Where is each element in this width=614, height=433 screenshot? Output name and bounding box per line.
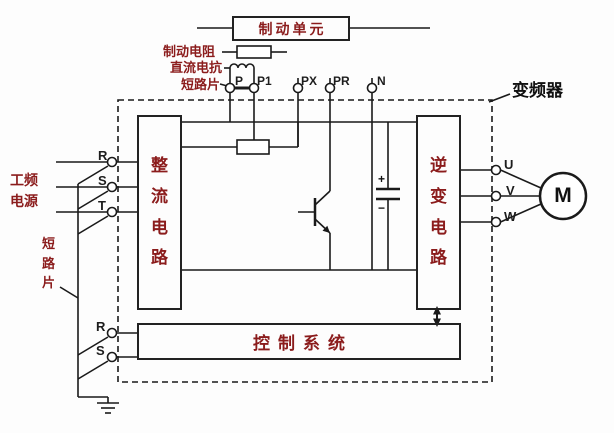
capacitor-symbol bbox=[376, 122, 400, 270]
rectifier-box: 整流电路 bbox=[137, 115, 182, 310]
control-system-box: 控制系统 bbox=[137, 323, 461, 360]
terminal-label-w: W bbox=[504, 209, 517, 224]
output-wiring bbox=[461, 164, 542, 228]
mains-supply-label: 工频电源 bbox=[10, 172, 38, 209]
terminal-circle-p bbox=[224, 82, 236, 94]
terminal-label-s: S bbox=[98, 173, 107, 188]
inverter-label: 逆变电路 bbox=[430, 156, 447, 268]
terminal-circle-u bbox=[490, 164, 502, 176]
dc-bus-wiring bbox=[182, 92, 416, 271]
terminal-label-px: PX bbox=[301, 74, 318, 88]
brake-transistor-symbol bbox=[298, 190, 331, 270]
terminal-circle-w bbox=[490, 216, 502, 228]
jumper-label-top: 短路片 bbox=[181, 77, 221, 92]
terminal-circle-t bbox=[106, 206, 118, 218]
dc-terminal-circles bbox=[224, 78, 378, 94]
terminal-label-v: V bbox=[506, 183, 515, 198]
capacitor-plus-sign: + bbox=[378, 172, 386, 186]
charge-resistor-symbol bbox=[236, 139, 270, 155]
terminal-label-pr: PR bbox=[333, 74, 350, 88]
terminal-circle-v bbox=[490, 190, 502, 202]
brake-resistor-symbol bbox=[222, 45, 287, 59]
inverter-box: 逆变电路 bbox=[416, 115, 461, 310]
terminal-circle-r bbox=[106, 156, 118, 168]
brake-unit-box: 制动单元 bbox=[232, 16, 350, 41]
terminal-label-t: T bbox=[98, 198, 106, 213]
dc-reactor-label: 直流电抗 bbox=[170, 60, 223, 75]
terminal-circle-r2 bbox=[106, 327, 118, 339]
dc-reactor-coil-symbol bbox=[224, 63, 255, 84]
control-input-wiring bbox=[106, 327, 137, 363]
terminal-label-p: P bbox=[235, 74, 244, 88]
control-link-arrow bbox=[433, 306, 441, 327]
terminal-label-r: R bbox=[98, 148, 108, 163]
jumper-label-left: 短路片 bbox=[42, 236, 56, 290]
terminal-circle-s bbox=[106, 181, 118, 193]
terminal-circle-n bbox=[366, 82, 378, 94]
terminal-circle-s2 bbox=[106, 351, 118, 363]
terminal-label-n: N bbox=[377, 74, 386, 88]
terminal-label-p1: P1 bbox=[257, 74, 272, 88]
inverter-frame-label: 变频器 bbox=[512, 81, 563, 100]
terminal-label-s2: S bbox=[96, 343, 105, 358]
motor-symbol bbox=[538, 171, 588, 221]
brake-resistor-label: 制动电阻 bbox=[163, 44, 216, 59]
capacitor-minus-sign: − bbox=[378, 201, 386, 215]
inverter-dashed-frame bbox=[117, 93, 511, 383]
rectifier-label: 整流电路 bbox=[151, 156, 168, 268]
terminal-label-u: U bbox=[504, 157, 514, 172]
switch-blades bbox=[59, 165, 109, 397]
mains-input-wiring bbox=[56, 156, 137, 218]
motor-label: M bbox=[554, 184, 572, 207]
ground-icon bbox=[78, 396, 119, 414]
terminal-label-r2: R bbox=[96, 319, 106, 334]
